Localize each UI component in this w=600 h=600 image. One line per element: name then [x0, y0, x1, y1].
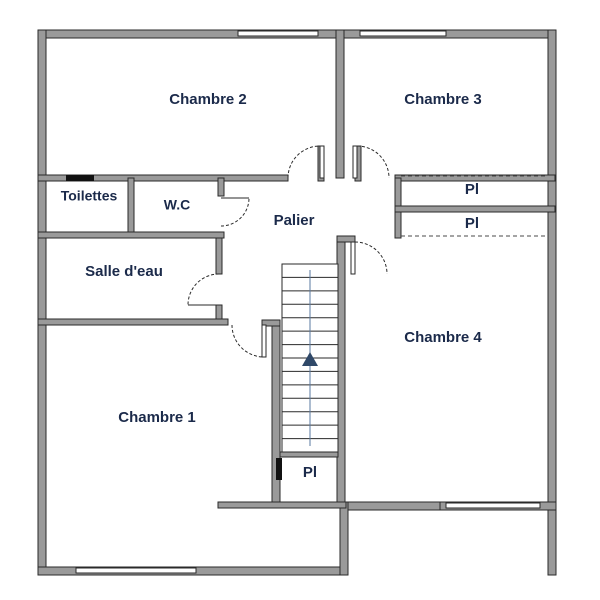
windows [75, 30, 541, 574]
window-ch2 [237, 30, 319, 37]
door-ch1-leaf [261, 324, 267, 358]
wall-ch4-left-jamb [336, 235, 356, 243]
window-ch4 [445, 502, 541, 509]
wall-left [37, 29, 47, 576]
wall-pl-top [279, 451, 339, 458]
doors [187, 145, 390, 358]
wall-ch2-ch3 [335, 29, 345, 179]
room-label-chambre-1: Chambre 1 [118, 409, 196, 426]
room-label-placard-1: Pl [465, 181, 479, 198]
wall-black-accent-2 [276, 458, 282, 480]
room-label-salle-deau: Salle d'eau [85, 263, 163, 280]
wall-pl-divider [394, 205, 556, 213]
wall-wc-bottom [37, 231, 225, 239]
wall-sde-right [215, 237, 223, 275]
wall-chambre1-top-jamb [261, 319, 281, 327]
window-ch3 [359, 30, 447, 37]
wall-step [339, 501, 349, 576]
door-ch1-arc [231, 324, 265, 358]
door-leaves [261, 145, 358, 358]
room-label-toilettes: Toilettes [61, 188, 118, 204]
wall-chambre1-right-bottom [217, 501, 347, 509]
door-ch2-leaf [319, 145, 325, 179]
door-wc-arc [220, 197, 250, 227]
wall-black-accent-1 [66, 175, 94, 181]
room-label-placard-2: Pl [465, 215, 479, 232]
window-ch1 [75, 567, 197, 574]
room-label-chambre-3: Chambre 3 [404, 91, 482, 108]
wall-toilettes-right [127, 177, 135, 237]
wall-sde-bottom [37, 318, 229, 326]
door-sde-arc [187, 273, 220, 306]
wall-wc-right [217, 177, 225, 197]
room-label-chambre-4: Chambre 4 [404, 329, 482, 346]
wall-right [547, 29, 557, 576]
room-label-chambre-2: Chambre 2 [169, 91, 247, 108]
room-label-placard-3: Pl [303, 464, 317, 481]
staircase [281, 263, 339, 453]
up-arrow-icon [302, 352, 318, 366]
door-ch4-arc [354, 241, 388, 275]
room-label-wc: W.C [164, 197, 190, 213]
door-ch2-arc [287, 145, 321, 179]
closet-lines [401, 175, 548, 237]
door-ch3-leaf [352, 145, 358, 179]
room-label-palier: Palier [274, 212, 315, 229]
door-ch4-leaf [350, 241, 356, 275]
door-ch3-arc [356, 145, 390, 179]
